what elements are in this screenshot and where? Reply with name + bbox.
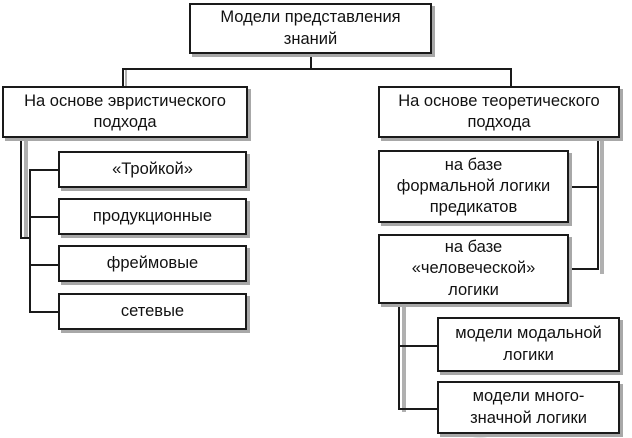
connector-left-vertical: [20, 137, 22, 239]
right-branch-node: На основе теоретического подхода: [378, 86, 620, 138]
connector-left-elbow: [20, 237, 30, 239]
connector-root-horizontal: [122, 68, 512, 70]
left-item-network: сетевые: [58, 293, 247, 330]
connector-left-to-item-3: [29, 264, 59, 266]
connector-sub-vertical: [398, 302, 400, 410]
connector-left-to-item-1: [29, 169, 59, 171]
connector-right-to-item-2: [568, 268, 598, 270]
connector-left-to-item-4: [29, 311, 59, 313]
subitem-modal-logic: модели модальной логики: [437, 317, 620, 372]
connector-left-to-item-2: [29, 216, 59, 218]
root-node: Модели представления знаний: [189, 3, 432, 54]
connector-left-shadow: [24, 139, 28, 239]
connector-sub-to-item-2: [398, 408, 438, 410]
connector-root-right-down: [510, 68, 512, 86]
connector-right-shadow: [600, 139, 604, 274]
connector-root-down: [310, 52, 312, 70]
connector-root-left-down: [122, 68, 124, 86]
right-item-formal-logic: на базе формальной логики предикатов: [378, 150, 569, 223]
left-item-production: продукционные: [58, 198, 247, 235]
left-item-troika: «Тройкой»: [58, 151, 247, 188]
left-branch-node: На основе эвристического подхода: [2, 86, 248, 138]
subitem-multivalued-logic: модели много- значной логики: [437, 381, 620, 434]
connector-left-spine: [29, 169, 31, 312]
connector-root-shadow: [125, 69, 127, 89]
connector-right-to-item-1: [568, 186, 598, 188]
right-item-human-logic: на базе «человеческой» логики: [378, 234, 569, 304]
connector-right-vertical: [597, 137, 599, 270]
left-item-frame: фреймовые: [58, 245, 247, 282]
connector-sub-shadow: [402, 302, 406, 412]
connector-sub-to-item-1: [398, 345, 438, 347]
